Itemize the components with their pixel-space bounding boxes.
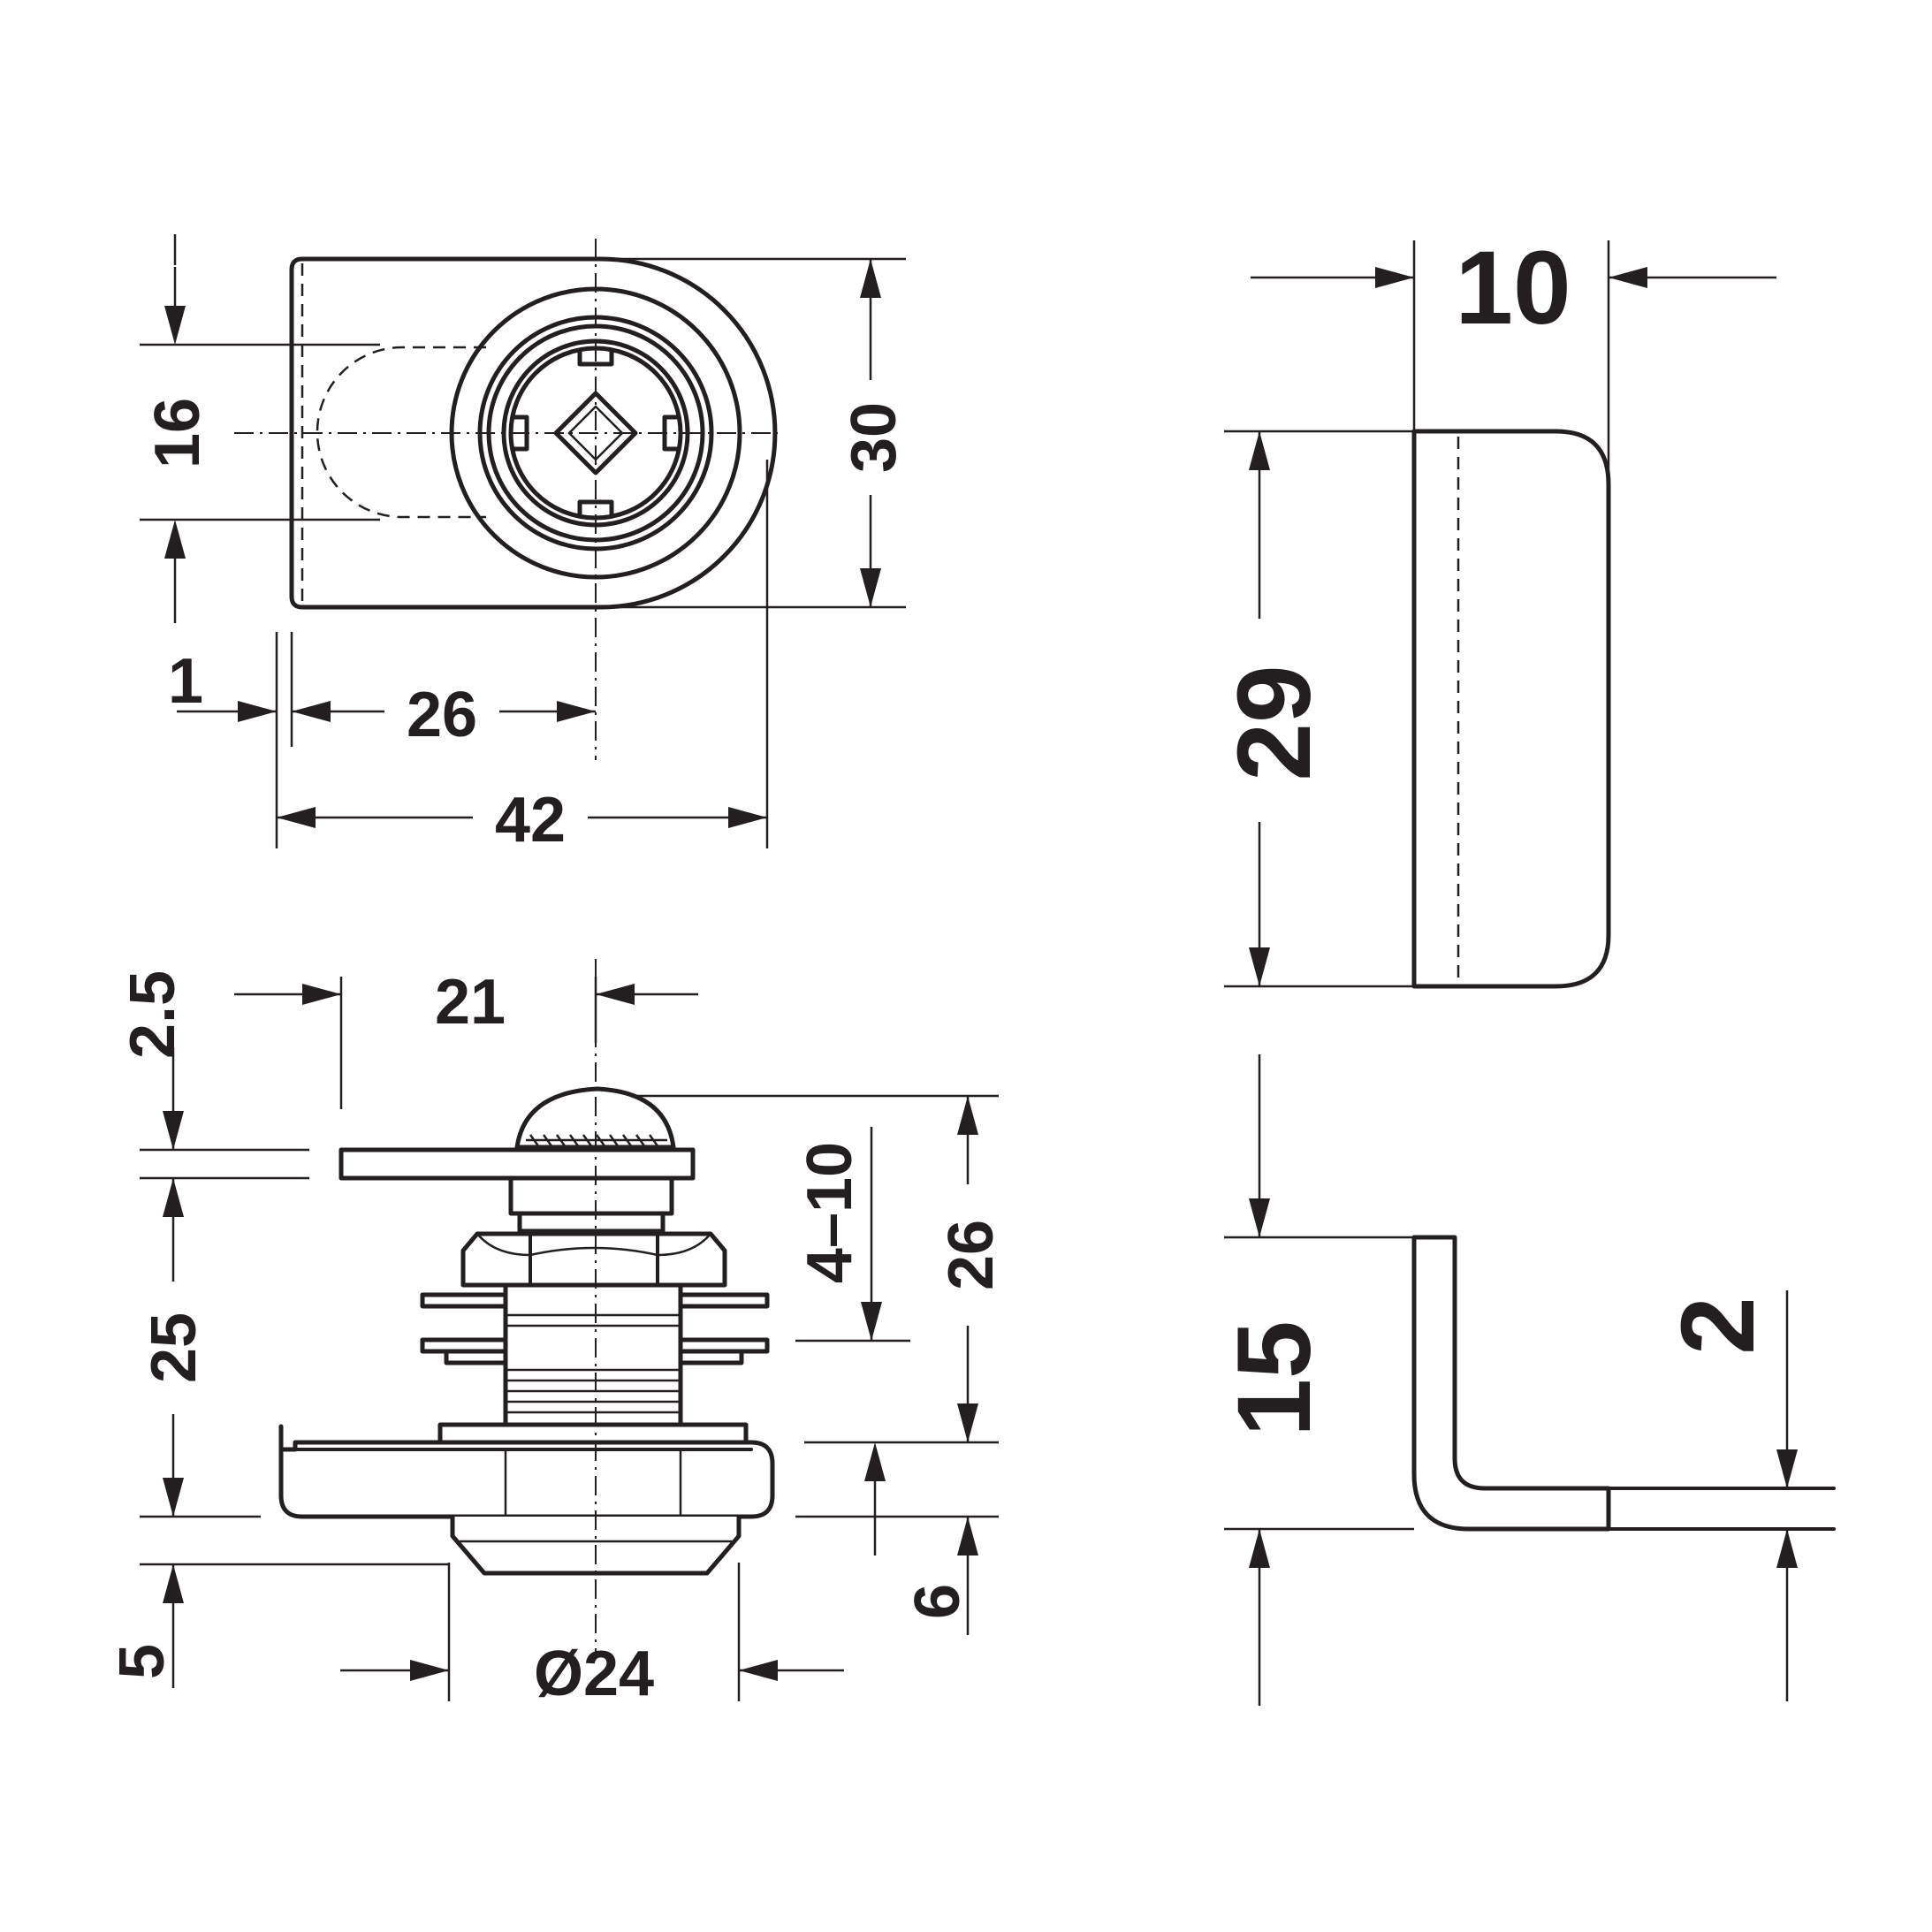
dim-label-1: 1 — [168, 646, 203, 717]
dim-label-29: 29 — [1216, 665, 1333, 780]
dim-label-5: 5 — [107, 1644, 178, 1679]
threaded-body — [503, 1282, 683, 1427]
dim-label-26-side: 26 — [936, 1220, 1007, 1290]
dim-label-21: 21 — [435, 967, 506, 1038]
hex-nut — [460, 1231, 727, 1288]
side-view: 21 2.5 25 5 4–10 26 — [107, 959, 1007, 1709]
cam-plate — [338, 1147, 696, 1181]
dim-label-16: 16 — [142, 398, 213, 468]
screw-head — [514, 1086, 676, 1150]
dim-label-2: 2 — [1660, 1297, 1776, 1355]
dim-label-2-5: 2.5 — [118, 970, 188, 1059]
key-notches — [511, 348, 681, 518]
dim-label-26-top: 26 — [407, 680, 477, 750]
cam-end-outline — [1411, 429, 1611, 989]
dim-label-25: 25 — [139, 1312, 209, 1383]
cam-l-profile — [1411, 1235, 1611, 1532]
dim-label-42: 42 — [495, 785, 566, 856]
dim-label-15: 15 — [1216, 1320, 1333, 1436]
dim-label-4-10: 4–10 — [795, 1142, 865, 1283]
top-view: 16 30 1 26 42 — [140, 234, 909, 856]
dim-label-30: 30 — [839, 402, 909, 473]
collar — [508, 1175, 674, 1216]
dim-label-10: 10 — [1455, 230, 1571, 346]
dim-label-6: 6 — [902, 1584, 973, 1619]
thread-lines — [506, 1313, 681, 1414]
dim-label-diameter-24: Ø24 — [534, 1639, 654, 1709]
cam-end-view: 10 29 — [1216, 230, 1776, 989]
cam-profile-view: 15 2 — [1216, 1054, 1836, 1706]
hidden-cam-outline — [316, 346, 486, 519]
